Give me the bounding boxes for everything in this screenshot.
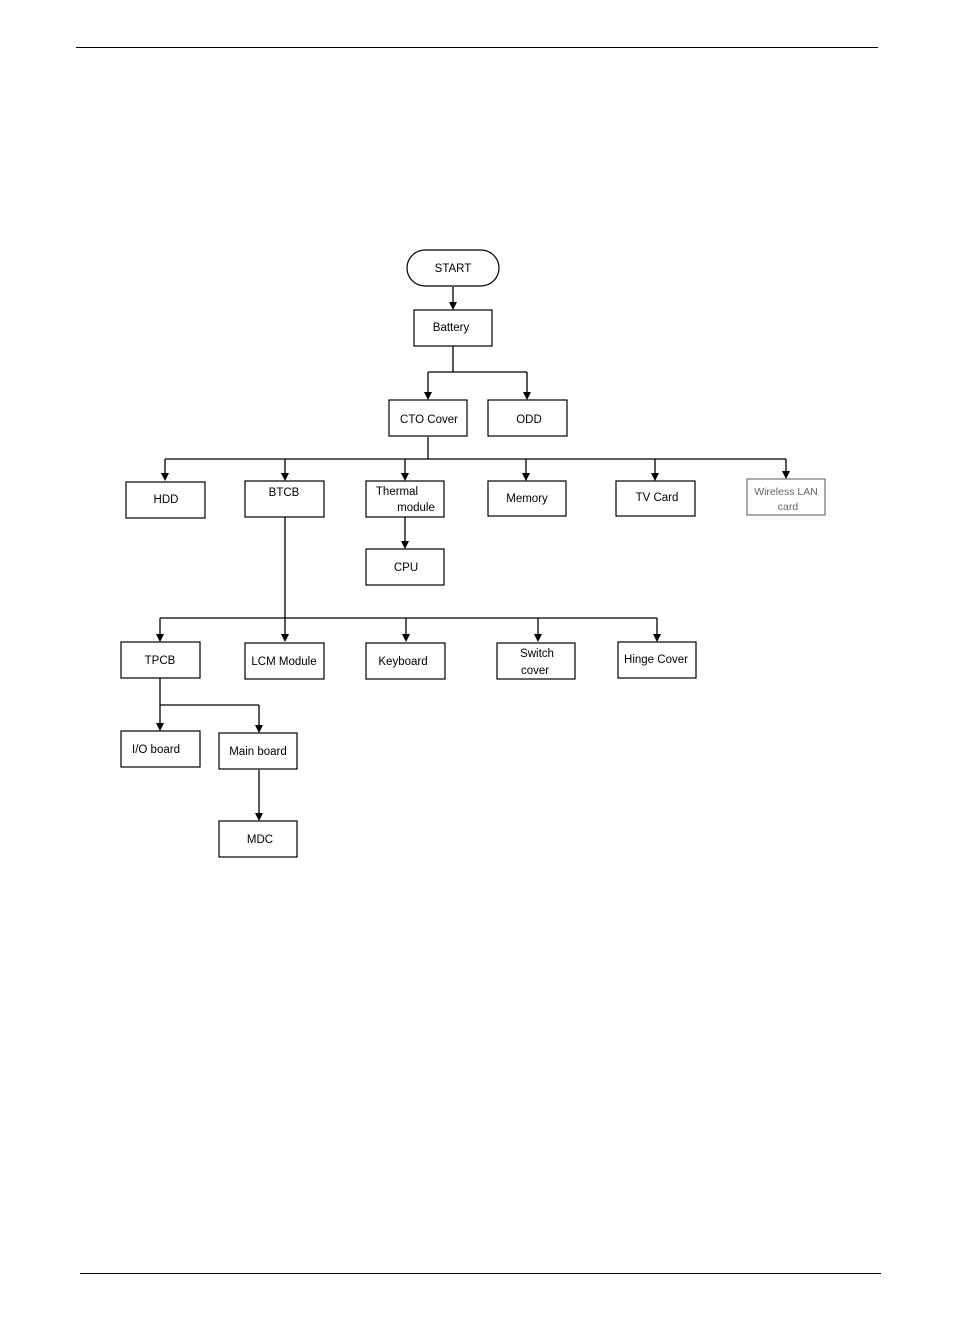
node-odd-label: ODD <box>516 414 542 426</box>
node-memory: Memory <box>488 481 566 516</box>
node-switch-cover-label-line1: Switch <box>520 648 554 660</box>
node-mdc-label: MDC <box>247 834 273 846</box>
node-hinge-cover: Hinge Cover <box>618 642 696 678</box>
node-hdd-label: HDD <box>154 494 179 506</box>
node-tv-card: TV Card <box>616 481 695 516</box>
node-tpcb-label: TPCB <box>145 655 176 667</box>
node-lcm-module: LCM Module <box>245 643 324 679</box>
node-wireless-lan-card-label-line1: Wireless LAN <box>754 486 818 498</box>
node-io-board-label: I/O board <box>132 744 180 756</box>
node-thermal-module-label-line1: Thermal <box>376 486 418 498</box>
node-keyboard: Keyboard <box>366 643 445 679</box>
node-hdd: HDD <box>126 482 205 518</box>
node-tpcb: TPCB <box>121 642 200 678</box>
node-tv-card-label: TV Card <box>636 492 679 504</box>
node-hinge-cover-label: Hinge Cover <box>624 654 688 666</box>
node-wireless-lan-card: Wireless LAN card <box>747 479 825 515</box>
footer-rule <box>80 1273 881 1274</box>
node-battery-label: Battery <box>433 322 470 334</box>
node-btcb: BTCB <box>245 481 324 517</box>
node-btcb-label: BTCB <box>269 487 300 499</box>
node-mdc: MDC <box>219 821 297 857</box>
node-io-board: I/O board <box>121 731 200 767</box>
node-wireless-lan-card-label-line2: card <box>778 501 799 513</box>
node-cpu-label: CPU <box>394 562 418 574</box>
node-cto-cover-label: CTO Cover <box>400 414 458 426</box>
node-odd: ODD <box>488 400 567 436</box>
node-cto-cover: CTO Cover <box>389 400 467 436</box>
node-memory-label: Memory <box>506 493 548 505</box>
node-lcm-module-label: LCM Module <box>251 656 316 668</box>
node-start: START <box>407 250 499 286</box>
node-main-board: Main board <box>219 733 297 769</box>
node-switch-cover-label-line2: cover <box>521 665 549 677</box>
node-battery: Battery <box>414 310 492 346</box>
node-keyboard-label: Keyboard <box>378 656 427 668</box>
node-thermal-module: Thermal module <box>366 481 444 517</box>
node-thermal-module-label-line2: module <box>397 502 435 514</box>
node-cpu: CPU <box>366 549 444 585</box>
node-start-label: START <box>435 263 472 275</box>
node-switch-cover: Switch cover <box>497 643 575 679</box>
node-main-board-label: Main board <box>229 746 287 758</box>
